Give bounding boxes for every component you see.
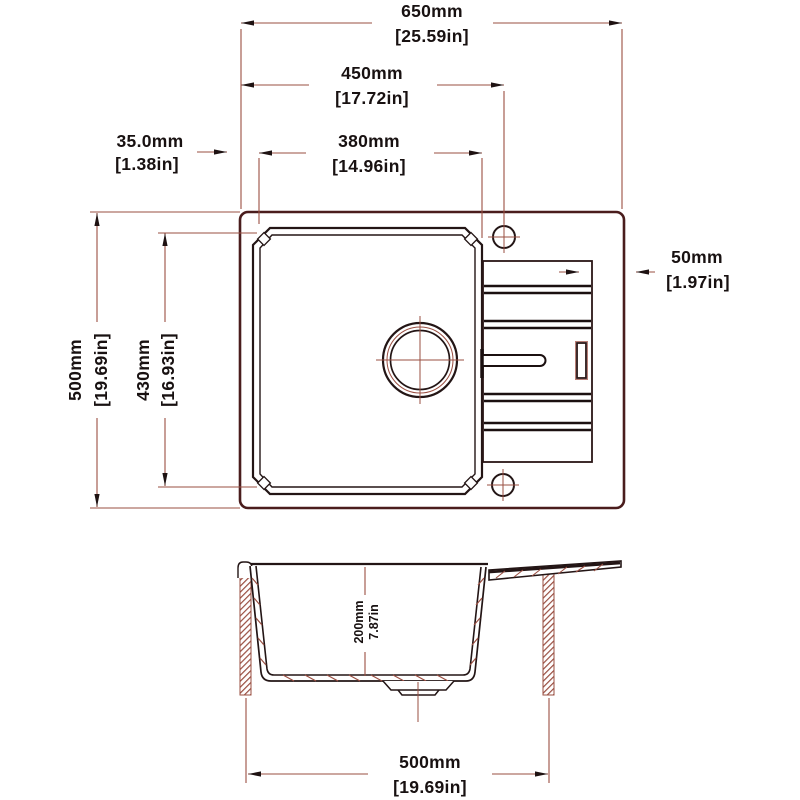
label-bowl-width-mm: 380mm: [338, 131, 400, 151]
top-dimensions: [90, 20, 655, 509]
label-bowl-height-in: 7.87in: [367, 604, 381, 639]
wall-hatch-ticks: [251, 577, 485, 682]
label-tap-offset-mm: 450mm: [341, 63, 403, 83]
label-bowl-width-in: [14.96in]: [332, 156, 406, 176]
drainer: [480, 260, 593, 463]
tap-hole-bottom-centerlines: [487, 469, 519, 501]
section-dimension-labels: 200mm 7.87in 500mm [19.69in]: [352, 600, 467, 797]
bowl: [251, 226, 484, 496]
extension-lines: [90, 29, 623, 509]
label-overall-width-mm: 650mm: [401, 1, 463, 21]
label-cutout-width-mm: 500mm: [399, 752, 461, 772]
top-view: [238, 210, 626, 510]
top-dimension-labels: 650mm [25.59in] 450mm [17.72in] 380mm [1…: [65, 1, 730, 407]
rim-left-lip: [237, 561, 253, 578]
label-cutout-width-in: [19.69in]: [393, 777, 467, 797]
label-bowl-depth-mm: 430mm: [133, 339, 153, 401]
countertop-left: [239, 564, 252, 696]
label-drainer-to-edge-mm: 50mm: [671, 247, 723, 267]
drain-centerlines: [376, 316, 464, 404]
label-overall-width-in: [25.59in]: [395, 26, 469, 46]
label-edge-to-bowl-in: [1.38in]: [115, 154, 179, 174]
label-tap-offset-in: [17.72in]: [335, 88, 409, 108]
bowl-wall-outer: [249, 565, 487, 682]
tap-hole-top-centerlines: [488, 221, 520, 253]
deck-hatch-ticks: [495, 563, 604, 579]
drain-waste: [376, 316, 464, 404]
bowl-corner-facets: [256, 231, 479, 491]
countertop-right: [542, 572, 555, 696]
dim-cutout-width: [245, 698, 550, 783]
bowl-wall-inner: [255, 565, 482, 676]
label-edge-to-bowl-mm: 35.0mm: [117, 131, 184, 151]
drainer-grooves: [484, 284, 591, 432]
label-overall-depth-in: [19.69in]: [91, 333, 111, 407]
section-view: [237, 560, 622, 783]
drainer-slot: [576, 342, 587, 379]
drainer-slot-ghost: [575, 341, 588, 380]
label-drainer-to-edge-in: [1.97in]: [666, 272, 730, 292]
tap-holes: [487, 221, 520, 501]
label-overall-depth-mm: 500mm: [65, 339, 85, 401]
drainer-deck: [488, 560, 622, 581]
label-bowl-depth-in: [16.93in]: [158, 333, 178, 407]
drainer-channel: [483, 354, 547, 367]
label-bowl-height-mm: 200mm: [352, 600, 366, 643]
